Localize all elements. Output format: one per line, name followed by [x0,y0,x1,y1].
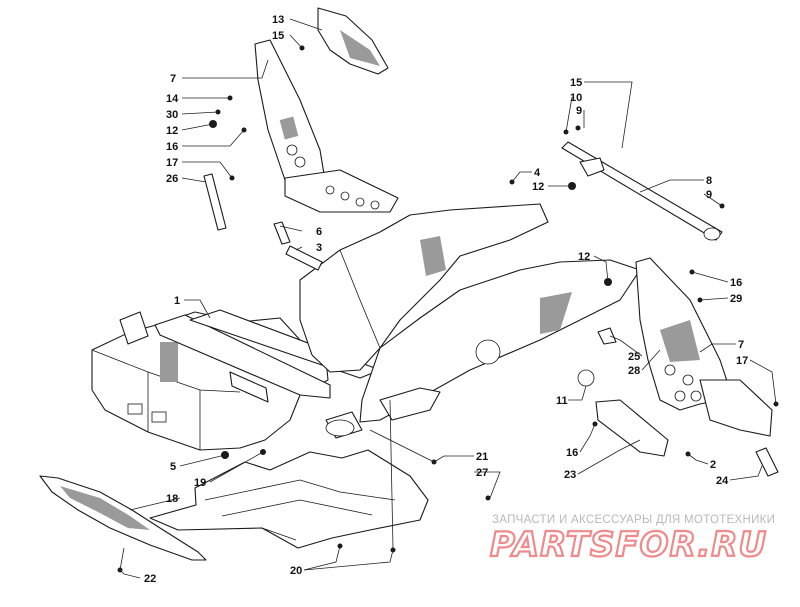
callout-12-b: 12 [532,181,544,193]
callout-23: 23 [564,469,576,481]
callout-22: 22 [144,573,156,585]
callout-4: 4 [534,167,541,179]
callout-3: 3 [316,242,322,254]
callout-17-b: 17 [736,355,748,367]
small-bracket [755,447,779,477]
callout-16: 16 [166,141,178,153]
belly-pan [149,449,429,549]
leader-lines [119,18,777,579]
side-panel [359,259,641,423]
left-rail [154,314,331,399]
callout-21: 21 [476,451,488,463]
callout-14: 14 [166,93,179,105]
callout-27: 27 [476,467,488,479]
callout-6: 6 [316,226,322,238]
callout-15-b: 15 [570,77,582,89]
callout-12-c: 12 [578,251,590,263]
callout-13: 13 [272,14,284,26]
watermark: ЗАПЧАСТИ И АКСЕССУАРЫ ДЛЯ МОТОТЕХНИКИ PA… [489,514,775,566]
watermark-caption: ЗАПЧАСТИ И АКСЕССУАРЫ ДЛЯ МОТОТЕХНИКИ [492,514,775,526]
callout-15: 15 [272,30,284,42]
callout-1: 1 [174,295,180,307]
callout-20: 20 [290,565,302,577]
callout-12: 12 [166,125,178,137]
callout-7-b: 7 [738,339,744,351]
callout-25: 25 [628,351,640,363]
callout-2: 2 [710,459,716,471]
steering-post [254,39,326,191]
watermark-logo: PARTSFOR.RU [490,525,767,565]
chassis-drawing [39,7,779,573]
callout-24: 24 [716,475,729,487]
callout-26: 26 [166,173,178,185]
callout-labels: 13 15 7 14 30 12 16 17 26 6 3 4 12 15 10… [144,14,748,585]
mount-plate [595,399,669,457]
callout-16-c: 16 [566,447,578,459]
callout-9-b: 9 [706,189,712,201]
callout-18: 18 [166,493,178,505]
callout-9: 9 [576,105,582,117]
callout-10: 10 [570,92,582,104]
callout-17: 17 [166,157,178,169]
callout-5: 5 [170,461,176,473]
callout-19: 19 [194,477,206,489]
tunnel [299,203,549,373]
callout-8: 8 [706,175,712,187]
callout-29: 29 [730,293,742,305]
callout-30: 30 [166,109,178,121]
callout-7: 7 [170,73,176,85]
callout-16-b: 16 [730,277,742,289]
callout-11: 11 [556,395,568,407]
callout-28: 28 [628,365,640,377]
